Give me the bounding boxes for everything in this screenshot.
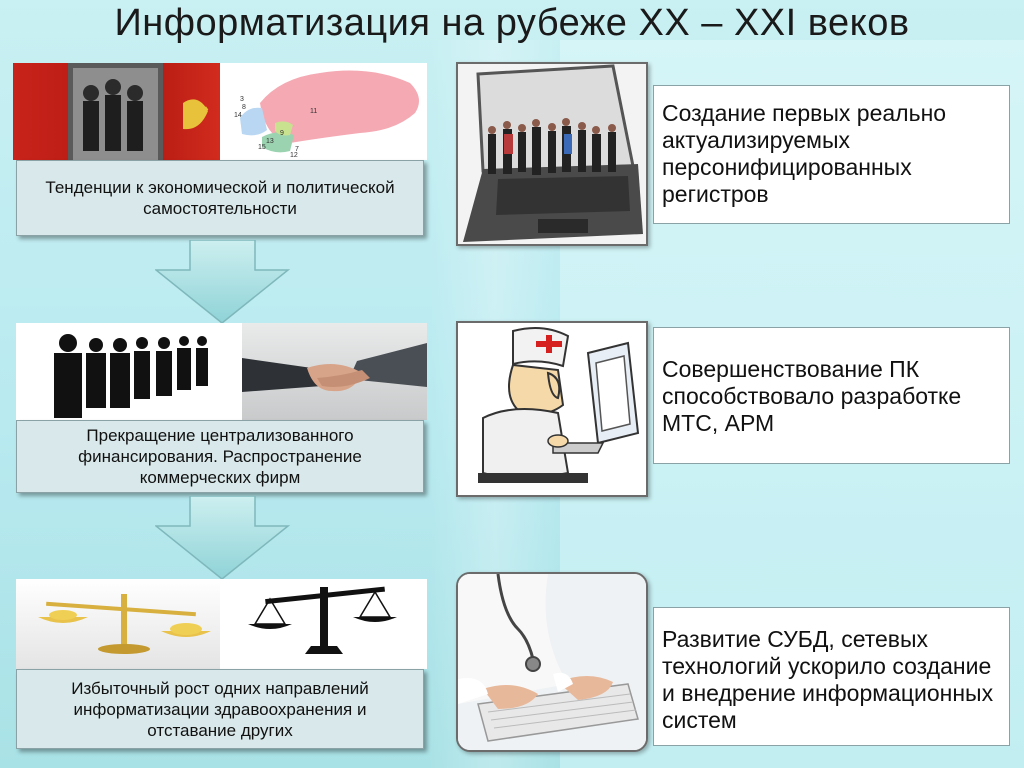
svg-text:11: 11 [310, 108, 317, 115]
slide-title: Информатизация на рубеже XX – XXI веков [114, 2, 910, 44]
left-box-1: Тенденции к экономической и политической… [16, 160, 424, 236]
svg-text:9: 9 [280, 130, 284, 137]
business-people-silhouettes-image [16, 323, 242, 420]
right-box-1: Создание первых реально актуализируемых … [653, 85, 1010, 224]
down-arrow-2-icon [155, 496, 290, 580]
right-box-3: Развитие СУБД, сетевых технологий ускори… [653, 607, 1010, 746]
laptop-crowd-image [456, 62, 648, 246]
soviet-flag-crowd-image [13, 63, 220, 160]
svg-text:8: 8 [242, 104, 246, 111]
ussr-map-image: 3 8 14 11 9 13 15 7 12 [220, 63, 427, 160]
svg-text:3: 3 [240, 96, 244, 103]
svg-text:13: 13 [266, 138, 274, 145]
svg-text:7: 7 [295, 146, 299, 153]
svg-text:14: 14 [234, 112, 242, 119]
svg-text:12: 12 [290, 152, 298, 159]
right-box-2: Совершенствование ПК способствовало разр… [653, 327, 1010, 464]
doctor-keyboard-image [456, 572, 648, 752]
left-box-2: Прекращение централизованного финансиров… [16, 420, 424, 493]
doctor-computer-cartoon-image [456, 321, 648, 497]
down-arrow-1-icon [155, 240, 290, 324]
handshake-image [242, 323, 427, 420]
left-box-3: Избыточный рост одних направлений информ… [16, 669, 424, 749]
black-scales-image [220, 579, 427, 669]
gold-scales-image [16, 579, 220, 669]
svg-text:15: 15 [258, 144, 266, 151]
